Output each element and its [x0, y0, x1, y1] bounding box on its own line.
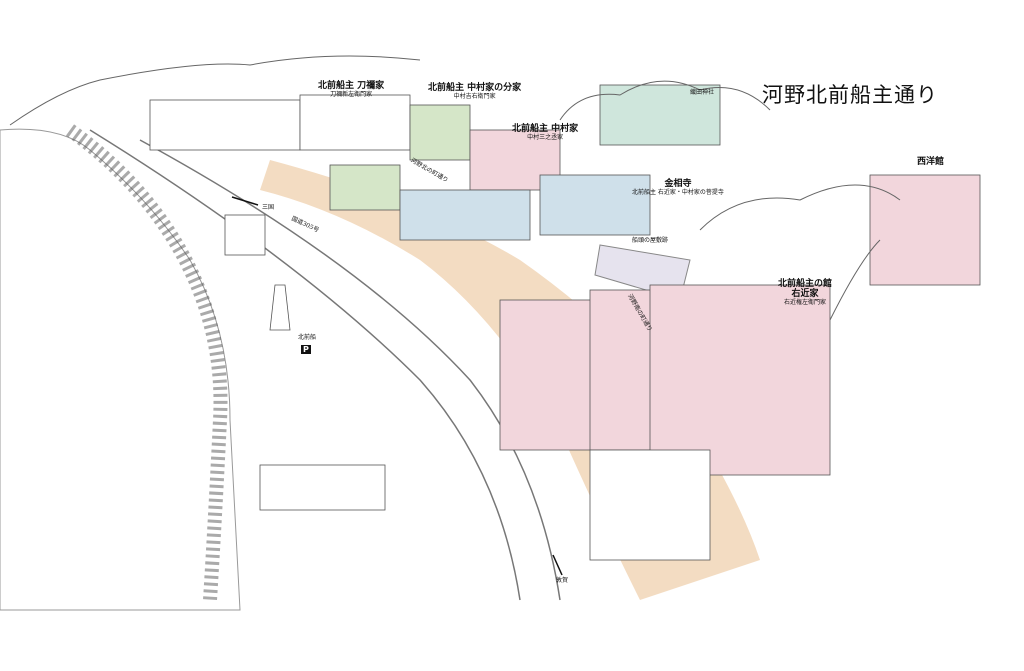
arrow-mikuni: [231, 196, 259, 206]
building-bottom: [259, 464, 386, 511]
parking-sign: P: [301, 345, 311, 354]
ukon-house: [649, 284, 831, 476]
label-ukon: 北前船主の館 右近家 右近権左衛門家: [778, 279, 833, 306]
map-title: 河野北前船主通り: [762, 83, 938, 107]
coastline: [0, 128, 241, 611]
label-kitamae-ship: 北前船: [298, 334, 317, 341]
arrow-tsuruga: [552, 554, 563, 576]
seiyokan: [869, 174, 981, 286]
mountain-ridge: [9, 55, 421, 126]
label-konsoji: 金相寺 北前船主 右近家・中村家の菩提寺: [632, 179, 724, 196]
label-nakamura-branch: 北前船主 中村家の分家 中村吉右衛門家: [428, 83, 522, 100]
label-shrine: 織田神社: [690, 89, 715, 96]
kitamae-ship: [269, 284, 291, 331]
nakamura-branch-house: [409, 104, 471, 161]
label-tsuruga: 敦賀: [556, 577, 569, 584]
label-menoke: 北前船主 刀禰家 刀禰新左衛門家: [318, 81, 385, 98]
route-305-road: [89, 129, 521, 601]
label-nakamura: 北前船主 中村家 中村三之丞家: [512, 124, 579, 141]
label-sendo: 船頭の屋敷跡: [632, 237, 669, 244]
breakwater-rocks: [65, 124, 228, 601]
label-seiyokan: 西洋館: [917, 157, 945, 167]
konsoji-temple: [539, 174, 651, 236]
label-mikuni: 三国: [262, 204, 275, 211]
